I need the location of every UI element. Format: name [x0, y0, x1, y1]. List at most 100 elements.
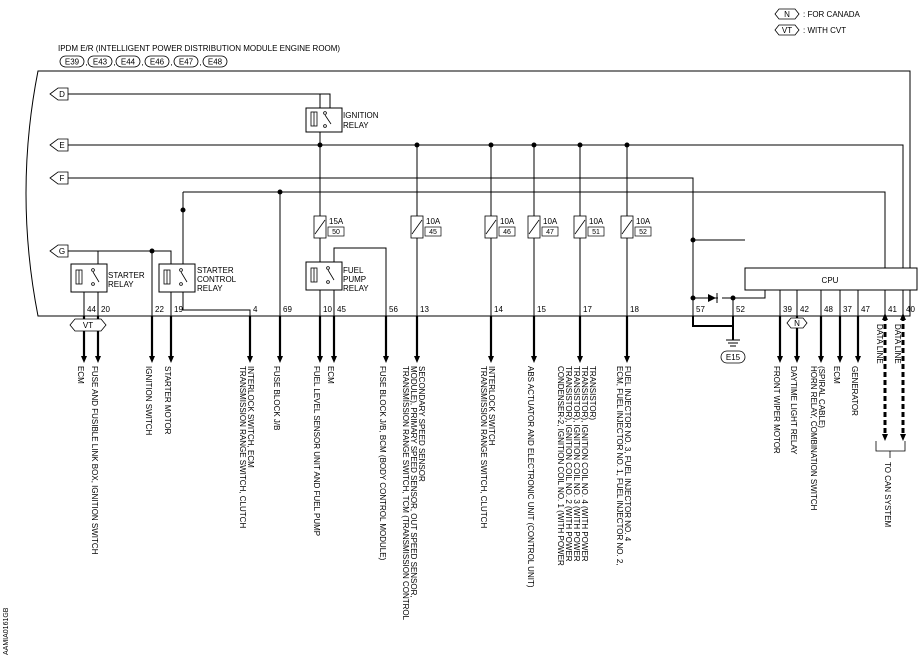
data-line-arrow [900, 434, 906, 441]
connector-badge [173, 55, 199, 68]
fuse-number-box [587, 226, 605, 237]
fuse-number-box [541, 226, 559, 237]
fuse-number: 51 [592, 229, 600, 236]
internal-wiring [68, 93, 904, 316]
output-arrow [488, 356, 494, 363]
output-label: TRANSMISSION RANGE SWITCH, CLUTCH [238, 366, 247, 528]
fuel-pump-relay-label-3: RELAY [343, 284, 369, 293]
output-label: TRANSISTOR) [588, 366, 597, 420]
legend-code-cvt: VT [782, 26, 792, 35]
output-label: TRANSISTOR), IGNITION COIL NO. 2 (WITH P… [564, 366, 573, 562]
output-label: FUSE BLOCK J/B, BCM (BODY CONTROL MODULE… [378, 366, 387, 561]
fuse-amperage: 10A [589, 217, 604, 226]
fuse-number: 45 [429, 229, 437, 236]
fuse-amperage: 10A [543, 217, 558, 226]
starter-control-relay-label-1: STARTER [197, 266, 234, 275]
can-system-label: TO CAN SYSTEM [883, 462, 892, 528]
n-marker: N [786, 317, 808, 329]
output-arrow [624, 356, 630, 363]
cpu-block [744, 267, 918, 291]
ignition-relay-label-1: IGNITION [343, 111, 379, 120]
pin-number: 20 [101, 305, 110, 314]
data-line-arrow [900, 313, 906, 320]
output-label: HORN RELAY, COMBINATION SWITCH [809, 366, 818, 511]
fuse-number-box [424, 226, 442, 237]
input-terminal-label: E [59, 141, 64, 150]
fuse-number: 52 [639, 229, 647, 236]
fuse-number-box [327, 226, 345, 237]
pin-number: 40 [906, 305, 915, 314]
output-arrow [855, 356, 861, 363]
output-label: FUEL INJECTOR NO. 3, FUEL INJECTOR NO. 4 [623, 366, 632, 542]
pin-number: 10 [323, 305, 332, 314]
connector-code: E48 [208, 58, 223, 67]
pin-number: 45 [337, 305, 346, 314]
connector-badge [202, 55, 228, 68]
can-system-group: TO CAN SYSTEM [875, 441, 906, 528]
starter-relay-label-1: STARTER [108, 271, 145, 280]
output-label: TRANSMISSION RANGE SWITCH, TCM (TRANSMIS… [401, 366, 410, 621]
connector-separator: , [171, 58, 173, 67]
legend: N : FOR CANADA VT : WITH CVT [774, 8, 861, 36]
output-arrow [95, 356, 101, 363]
pin-number: 18 [630, 305, 639, 314]
output-arrow [149, 356, 155, 363]
output-label: MODULE), PRIMARY SPEED SENSOR, OUT SPEED… [409, 366, 418, 598]
connector-code: E44 [121, 58, 136, 67]
output-label: STARTER MOTOR [163, 366, 172, 435]
output-arrow [837, 356, 843, 363]
output-label: INTERLOCK SWITCH, ECM [246, 366, 255, 468]
output-label: ECM [832, 366, 841, 384]
output-label: ECM [326, 366, 335, 384]
output-label: GENERATOR [850, 366, 859, 416]
connector-badge [144, 55, 170, 68]
fuse-amperage: 10A [636, 217, 651, 226]
output-arrow [383, 356, 389, 363]
connector-code: E43 [93, 58, 108, 67]
output-arrow [277, 356, 283, 363]
output-arrow [577, 356, 583, 363]
output-arrow [168, 356, 174, 363]
output-label: FRONT WIPER MOTOR [772, 366, 781, 454]
pin-number: 39 [783, 305, 792, 314]
starter-control-relay: STARTER CONTROL RELAY [158, 263, 237, 293]
pin-number: 37 [843, 305, 852, 314]
fuse-amperage: 10A [426, 217, 441, 226]
connector-badge [87, 55, 113, 68]
output-arrow [247, 356, 253, 363]
output-label: ABS ACTUATOR AND ELECTRONIC UNIT (CONTRO… [526, 366, 535, 588]
pin-number: 15 [537, 305, 546, 314]
fuse-amperage: 15A [329, 217, 344, 226]
fuse-number: 47 [546, 229, 554, 236]
fuse-number-box [634, 226, 652, 237]
output-label: DATA LINE [875, 324, 884, 364]
connector-separator: , [114, 58, 116, 67]
legend-text-canada: : FOR CANADA [803, 10, 861, 19]
ignition-relay: IGNITION RELAY [305, 107, 379, 133]
pin-number: 47 [861, 305, 870, 314]
pin-number: 13 [420, 305, 429, 314]
output-arrow [317, 356, 323, 363]
ground-label: E15 [726, 353, 741, 362]
pin-number: 42 [800, 305, 809, 314]
vt-label: VT [83, 321, 93, 330]
input-terminal-label: D [59, 90, 65, 99]
vt-marker: VT [69, 318, 107, 332]
pin-number: 52 [736, 305, 745, 314]
fuel-pump-relay-label-2: PUMP [343, 275, 366, 284]
output-label: ECM [76, 366, 85, 384]
connector-badge [59, 55, 85, 68]
connector-list: E39,E43,E44,E46,E47,E48 [59, 55, 228, 68]
output-label: FUSE BLOCK J/B [272, 366, 281, 430]
output-label: DAYTIME LIGHT RELAY [789, 366, 798, 455]
output-arrow [331, 356, 337, 363]
data-line-arrow [882, 434, 888, 441]
fuel-pump-relay-label-1: FUEL [343, 266, 364, 275]
starter-relay: STARTER RELAY [70, 263, 145, 293]
pin-number: 22 [155, 305, 164, 314]
fuse-amperage: 10A [500, 217, 515, 226]
output-label: TRANSISTOR), IGNITION COIL NO. 3 (WITH P… [572, 366, 581, 562]
